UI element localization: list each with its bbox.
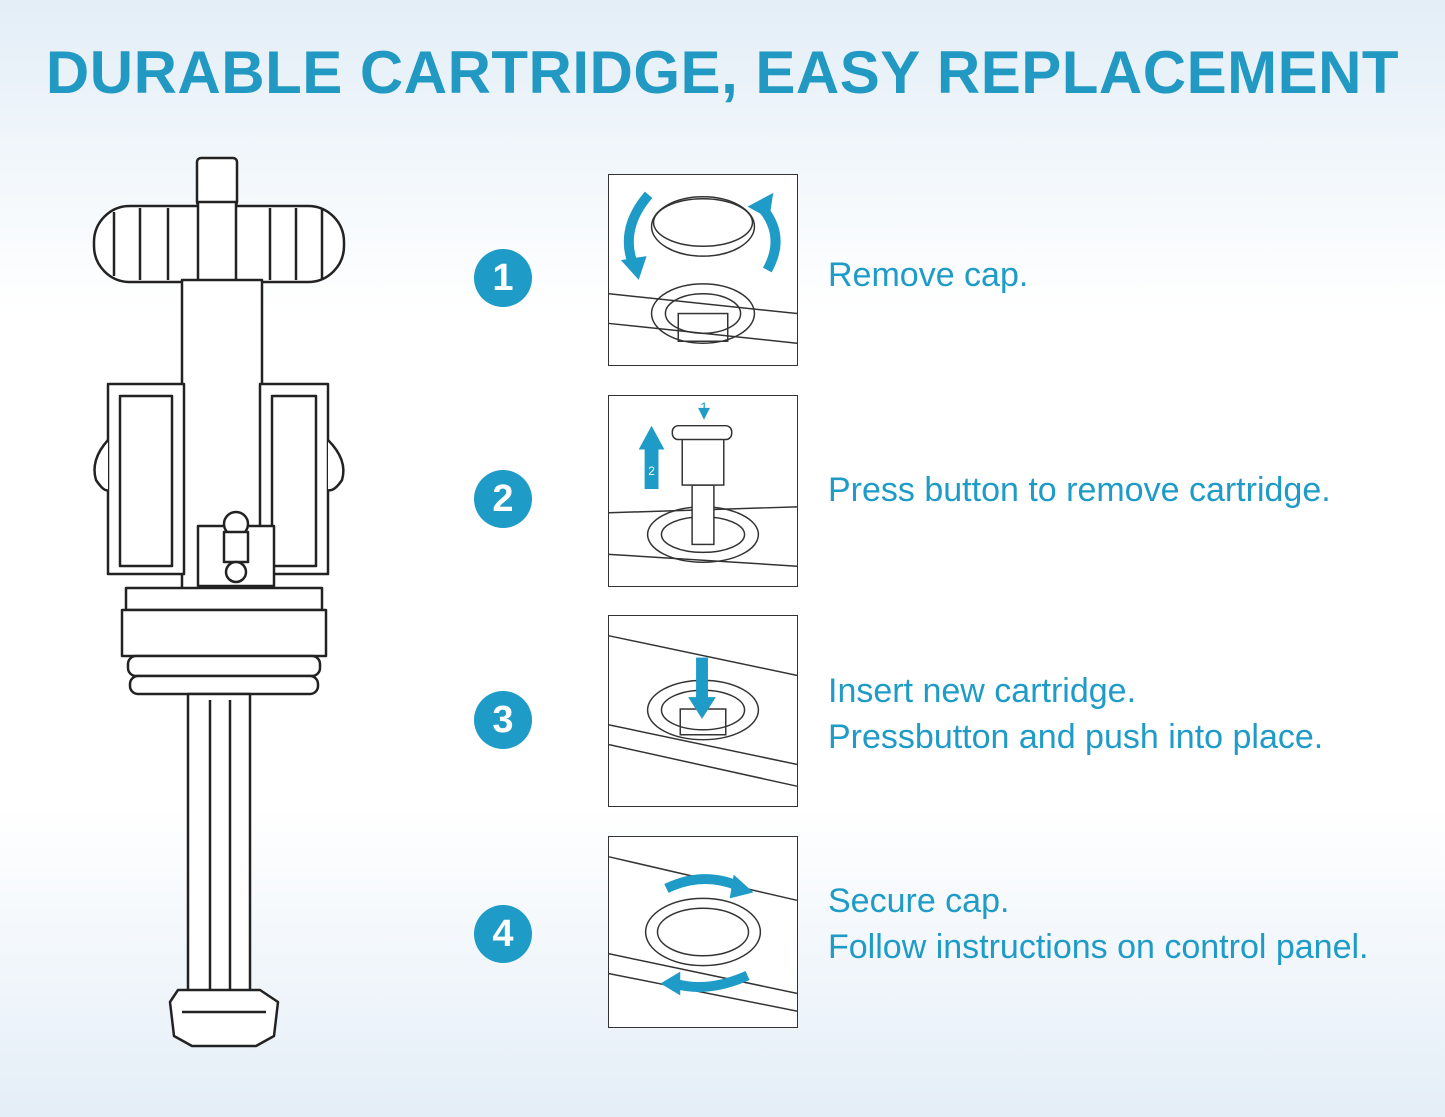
step-3-text: Insert new cartridge. Pressbutton and pu… (828, 668, 1323, 760)
secure-cap-icon (609, 856, 797, 1012)
step-2-text: Press button to remove cartridge. (828, 467, 1331, 513)
callout-2: 2 (648, 464, 655, 478)
step-4-text: Secure cap. Follow instructions on contr… (828, 878, 1369, 970)
step-2-line-1: Press button to remove cartridge. (828, 471, 1331, 509)
step-1-text: Remove cap. (828, 252, 1028, 298)
step-3-illustration (608, 615, 798, 807)
step-3-line-1: Insert new cartridge. (828, 672, 1137, 710)
step-3-badge: 3 (474, 691, 532, 749)
insert-cartridge-icon (609, 635, 797, 787)
step-4-badge: 4 (474, 905, 532, 963)
cartridge-illustration (92, 156, 346, 1048)
step-2-illustration: 1 2 (608, 395, 798, 587)
rotate-cap-icon (609, 191, 797, 344)
step-4-line-1: Secure cap. (828, 882, 1010, 920)
page-title: DURABLE CARTRIDGE, EASY REPLACEMENT (45, 39, 1400, 106)
step-1-badge: 1 (474, 249, 532, 307)
callout-1: 1 (700, 399, 708, 415)
step-2-badge: 2 (474, 470, 532, 528)
step-3-line-2: Pressbutton and push into place. (828, 718, 1324, 756)
step-1-line-1: Remove cap. (828, 256, 1029, 294)
step-1-illustration (608, 174, 798, 366)
press-button-icon: 1 2 (609, 399, 797, 567)
step-4-illustration (608, 836, 798, 1028)
step-4-line-2: Follow instructions on control panel. (828, 928, 1369, 966)
